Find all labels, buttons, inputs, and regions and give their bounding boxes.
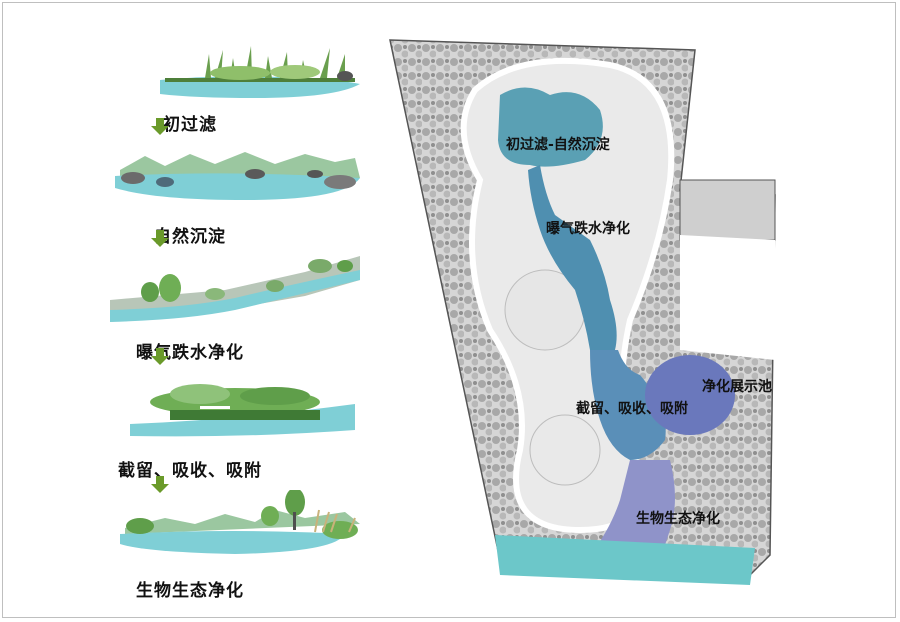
down-arrow-icon xyxy=(151,348,169,365)
bio-zone xyxy=(590,460,675,560)
zone-label-retention: 截留、吸收、吸附 xyxy=(576,401,688,417)
bottom-channel xyxy=(495,535,755,585)
step-label-2: 自然沉淀 xyxy=(154,227,226,247)
site-plan: 初过滤-自然沉淀 曝气跌水净化 净化展示池 截留、吸收、吸附 生物生态净化 xyxy=(380,30,800,590)
display-pool xyxy=(645,355,735,435)
zone-label-bio: 生物生态净化 xyxy=(636,511,720,527)
step-label-4: 截留、吸收、吸附 xyxy=(118,461,262,481)
stage-illustration-3 xyxy=(105,250,370,330)
down-arrow-icon xyxy=(151,230,169,247)
process-column: 初过滤 自然沉淀 曝气跌水净化 xyxy=(0,0,380,622)
step-label-3: 曝气跌水净化 xyxy=(136,343,244,363)
retention-zone xyxy=(590,350,666,460)
step-label-5: 生物生态净化 xyxy=(136,581,244,601)
down-arrow-icon xyxy=(151,118,169,135)
aeration-channel xyxy=(528,165,617,350)
stage-illustration-5 xyxy=(105,490,370,560)
zone-label-aeration: 曝气跌水净化 xyxy=(546,221,630,237)
east-annex xyxy=(679,179,776,241)
zone-label-pond: 初过滤-自然沉淀 xyxy=(506,137,610,153)
stage-illustration-1 xyxy=(105,40,370,100)
stage-illustration-4 xyxy=(105,380,370,440)
step-label-1: 初过滤 xyxy=(163,115,217,135)
stage-illustration-2 xyxy=(105,148,370,208)
down-arrow-icon xyxy=(151,476,169,493)
pond-shape xyxy=(498,87,603,167)
zone-label-display-pool: 净化展示池 xyxy=(702,379,772,395)
